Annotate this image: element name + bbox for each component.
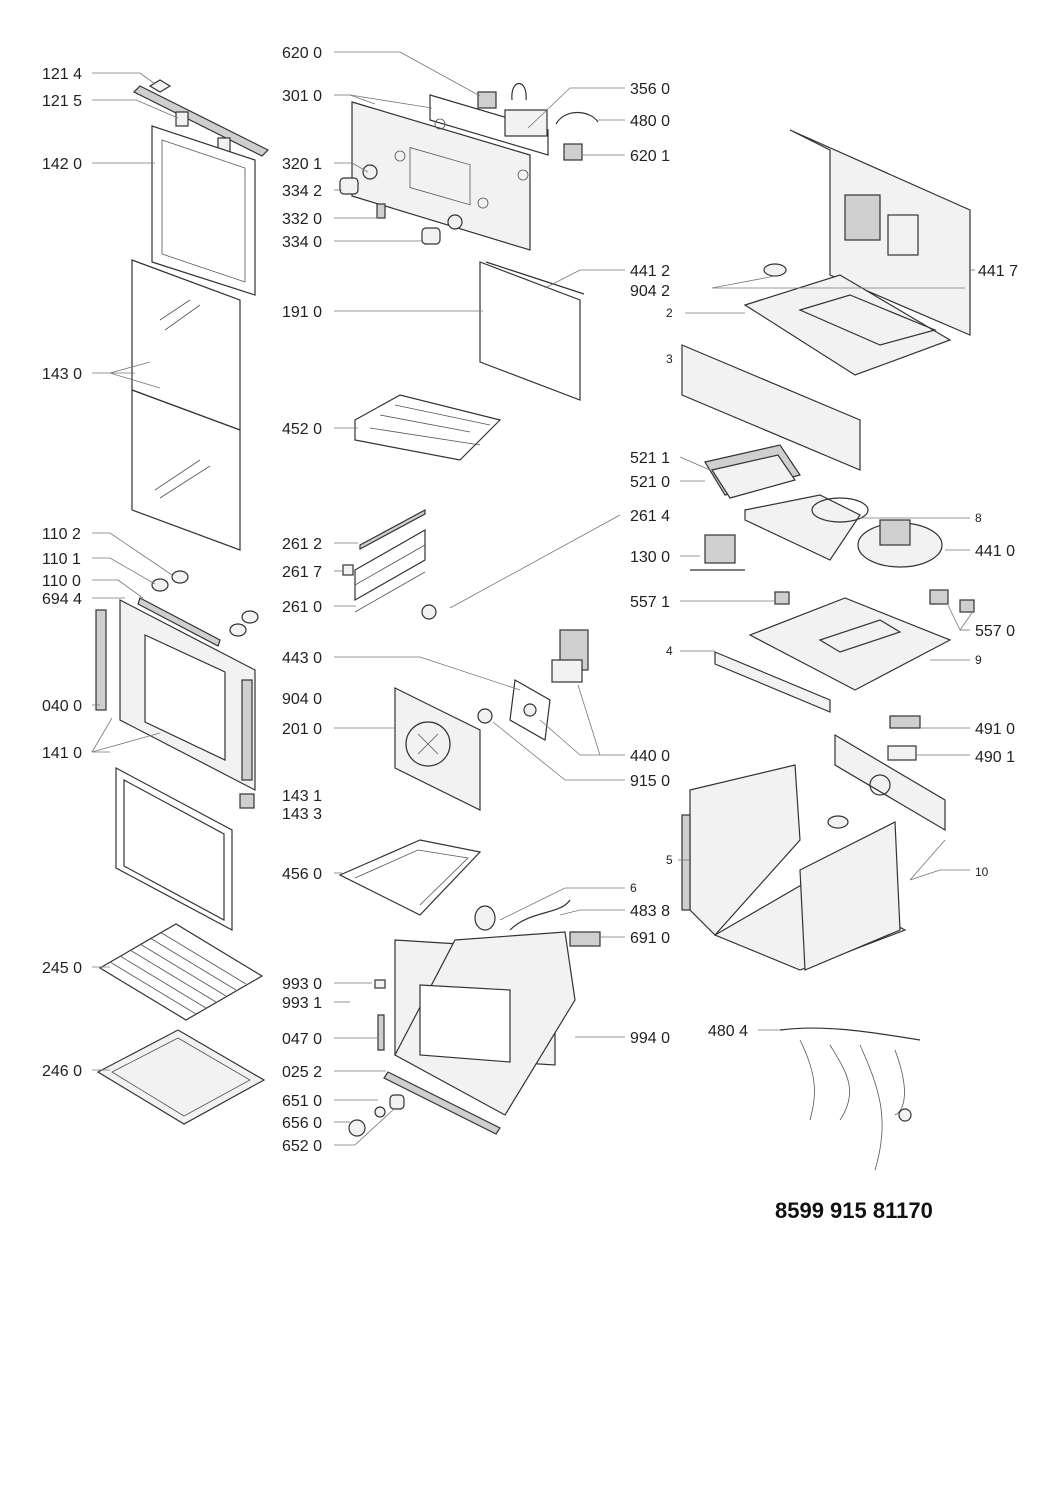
document-number: 8599 915 81170 (775, 1198, 933, 1223)
label-334-0: 334 0 (282, 234, 322, 251)
top-back-panel (789, 129, 971, 336)
label-993-0: 993 0 (282, 976, 322, 993)
label-141-0: 141 0 (42, 745, 82, 762)
label-025-2: 025 2 (282, 1064, 322, 1081)
label-191-0: 191 0 (282, 304, 322, 321)
label-320-1: 320 1 (282, 156, 322, 173)
label-10: 10 (975, 865, 989, 879)
side-rails (342, 508, 437, 620)
label-6: 6 (630, 881, 637, 895)
label-620-1: 620 1 (630, 148, 670, 165)
label-440-0: 440 0 (630, 748, 670, 765)
label-620-0-top: 620 0 (282, 45, 322, 62)
label-691-0: 691 0 (630, 930, 670, 947)
oven-shelf-rack (98, 923, 264, 1021)
part-labels: 121 4 121 5 142 0 143 0 110 2 110 1 110 … (42, 45, 1018, 1155)
label-441-2: 441 2 (630, 263, 670, 280)
terminal-block (887, 715, 921, 761)
label-904-0: 904 0 (282, 691, 322, 708)
outer-casing (681, 733, 946, 971)
thermostats (774, 589, 975, 613)
label-332-0: 332 0 (282, 211, 322, 228)
label-915-0: 915 0 (630, 773, 670, 790)
label-261-0: 261 0 (282, 599, 322, 616)
label-904-2: 904 2 (630, 283, 670, 300)
wiring-harness (779, 1027, 921, 1171)
label-246-0: 246 0 (42, 1063, 82, 1080)
oven-door-seal (479, 261, 585, 401)
label-334-2: 334 2 (282, 183, 322, 200)
label-8: 8 (975, 511, 982, 525)
label-521-0: 521 0 (630, 474, 670, 491)
label-483-8: 483 8 (630, 903, 670, 920)
label-521-1: 521 1 (630, 450, 670, 467)
label-480-4: 480 4 (708, 1023, 748, 1040)
label-652-0: 652 0 (282, 1138, 322, 1155)
label-245-0: 245 0 (42, 960, 82, 977)
bottom-heating-element (338, 839, 482, 916)
label-301-0: 301 0 (282, 88, 322, 105)
label-4: 4 (666, 644, 673, 658)
label-130-0: 130 0 (630, 549, 670, 566)
label-9: 9 (975, 653, 982, 667)
label-456-0: 456 0 (282, 866, 322, 883)
label-441-0: 441 0 (975, 543, 1015, 560)
label-3: 3 (666, 352, 673, 366)
top-cover-plate (743, 263, 952, 376)
motor-130 (690, 534, 745, 571)
control-board (704, 444, 801, 499)
label-143-0: 143 0 (42, 366, 82, 383)
label-441-7: 441 7 (978, 263, 1018, 280)
label-656-0: 656 0 (282, 1115, 322, 1132)
label-261-2: 261 2 (282, 536, 322, 553)
door-inner-frame (95, 597, 256, 809)
switch-block-top (477, 82, 599, 161)
label-143-3: 143 3 (282, 806, 322, 823)
label-040-0: 040 0 (42, 698, 82, 715)
label-110-2: 110 2 (42, 526, 81, 543)
label-651-0: 651 0 (282, 1093, 322, 1110)
control-knobs (339, 164, 463, 245)
label-480-0: 480 0 (630, 113, 670, 130)
leader-lines (91, 51, 975, 1146)
label-491-0: 491 0 (975, 721, 1015, 738)
label-143-1: 143 1 (282, 788, 322, 805)
baking-tray (96, 1029, 266, 1125)
grill-heating-element (354, 394, 502, 461)
label-121-5: 121 5 (42, 93, 82, 110)
door-inner-glass-lower (131, 389, 241, 551)
label-047-0: 047 0 (282, 1031, 322, 1048)
label-557-0: 557 0 (975, 623, 1015, 640)
label-261-4: 261 4 (630, 508, 670, 525)
hinge-washers (151, 570, 259, 637)
power-cable (474, 899, 601, 947)
label-110-0: 110 0 (42, 573, 81, 590)
label-490-1: 490 1 (975, 749, 1015, 766)
door-handle-part (132, 79, 270, 157)
label-121-4: 121 4 (42, 66, 82, 83)
label-694-4: 694 4 (42, 591, 82, 608)
label-356-0: 356 0 (630, 81, 670, 98)
label-557-1: 557 1 (630, 594, 670, 611)
door-outer-glass (151, 125, 256, 296)
fan-housing (744, 494, 943, 568)
fan-blade-motor (477, 629, 589, 741)
label-452-0: 452 0 (282, 421, 322, 438)
label-443-0: 443 0 (282, 650, 322, 667)
label-993-1: 993 1 (282, 995, 322, 1012)
fan-cover (394, 687, 481, 811)
top-rail (681, 344, 861, 471)
oven-cavity (374, 931, 576, 1135)
bottom-plate (714, 597, 952, 713)
label-994-0: 994 0 (630, 1030, 670, 1047)
label-142-0: 142 0 (42, 156, 82, 173)
label-201-0: 201 0 (282, 721, 322, 738)
label-110-1: 110 1 (42, 551, 81, 568)
label-2: 2 (666, 306, 673, 320)
label-261-7: 261 7 (282, 564, 322, 581)
door-seal-frame (115, 766, 233, 932)
lamp-parts (348, 1094, 405, 1137)
label-5: 5 (666, 853, 673, 867)
